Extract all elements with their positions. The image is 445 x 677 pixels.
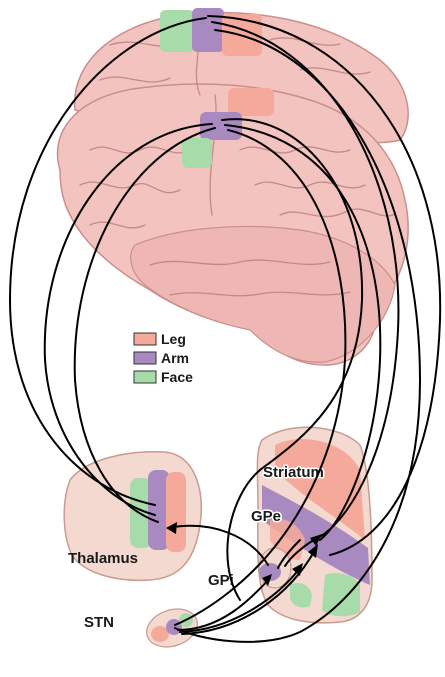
striatum-label: Striatum (263, 464, 324, 481)
thalamus-leg-zone (166, 472, 186, 552)
brain (58, 13, 409, 365)
cortex-face-zone-main (182, 138, 212, 168)
legend-label-face: Face (161, 369, 193, 385)
legend-label-arm: Arm (161, 350, 189, 366)
legend-label-leg: Leg (161, 331, 186, 347)
legend-swatch-face (134, 371, 156, 383)
legend: Leg Arm Face (134, 331, 193, 385)
cortex-face-zone-upper (160, 10, 194, 52)
thalamus-label: Thalamus (68, 550, 138, 567)
thalamus: Thalamus (64, 452, 201, 581)
striatum-face-zone (322, 573, 360, 616)
cortex-leg-zone-main (228, 88, 274, 116)
gpe-label: GPe (251, 508, 281, 525)
legend-swatch-arm (134, 352, 156, 364)
stn: STN (84, 603, 202, 653)
legend-swatch-leg (134, 333, 156, 345)
stn-label: STN (84, 614, 114, 631)
